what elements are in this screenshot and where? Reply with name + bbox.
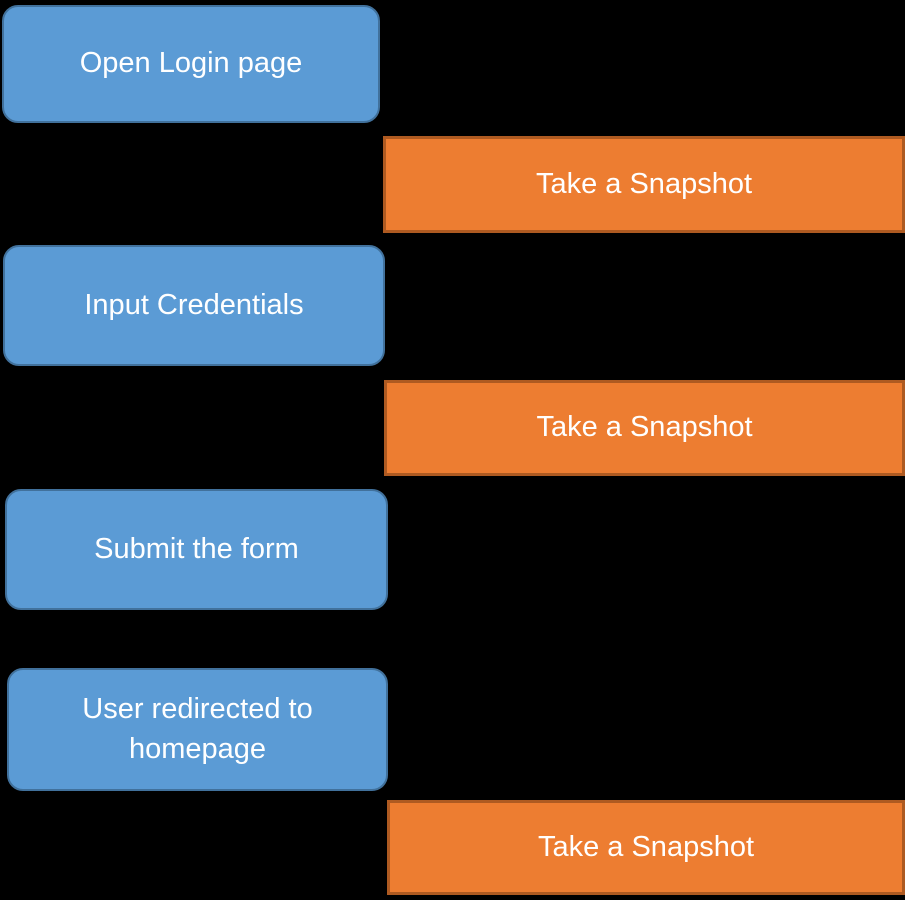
node-take-snapshot-3: Take a Snapshot: [387, 800, 905, 895]
node-open-login-page: Open Login page: [2, 5, 380, 123]
node-take-snapshot-2: Take a Snapshot: [384, 380, 905, 476]
node-take-snapshot-1: Take a Snapshot: [383, 136, 905, 233]
node-user-redirected-to-homepage: User redirected to homepage: [7, 668, 388, 791]
node-input-credentials: Input Credentials: [3, 245, 385, 366]
node-submit-the-form: Submit the form: [5, 489, 388, 610]
